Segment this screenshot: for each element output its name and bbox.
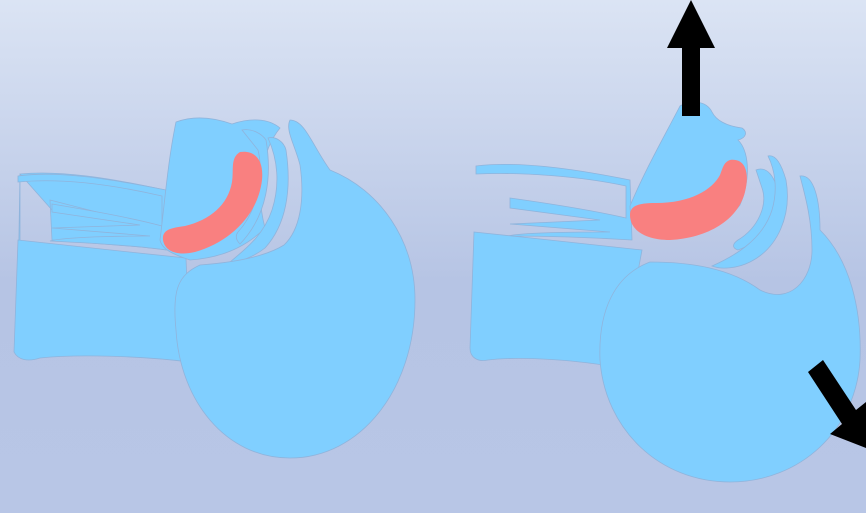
left-shaft-lower xyxy=(14,240,190,362)
